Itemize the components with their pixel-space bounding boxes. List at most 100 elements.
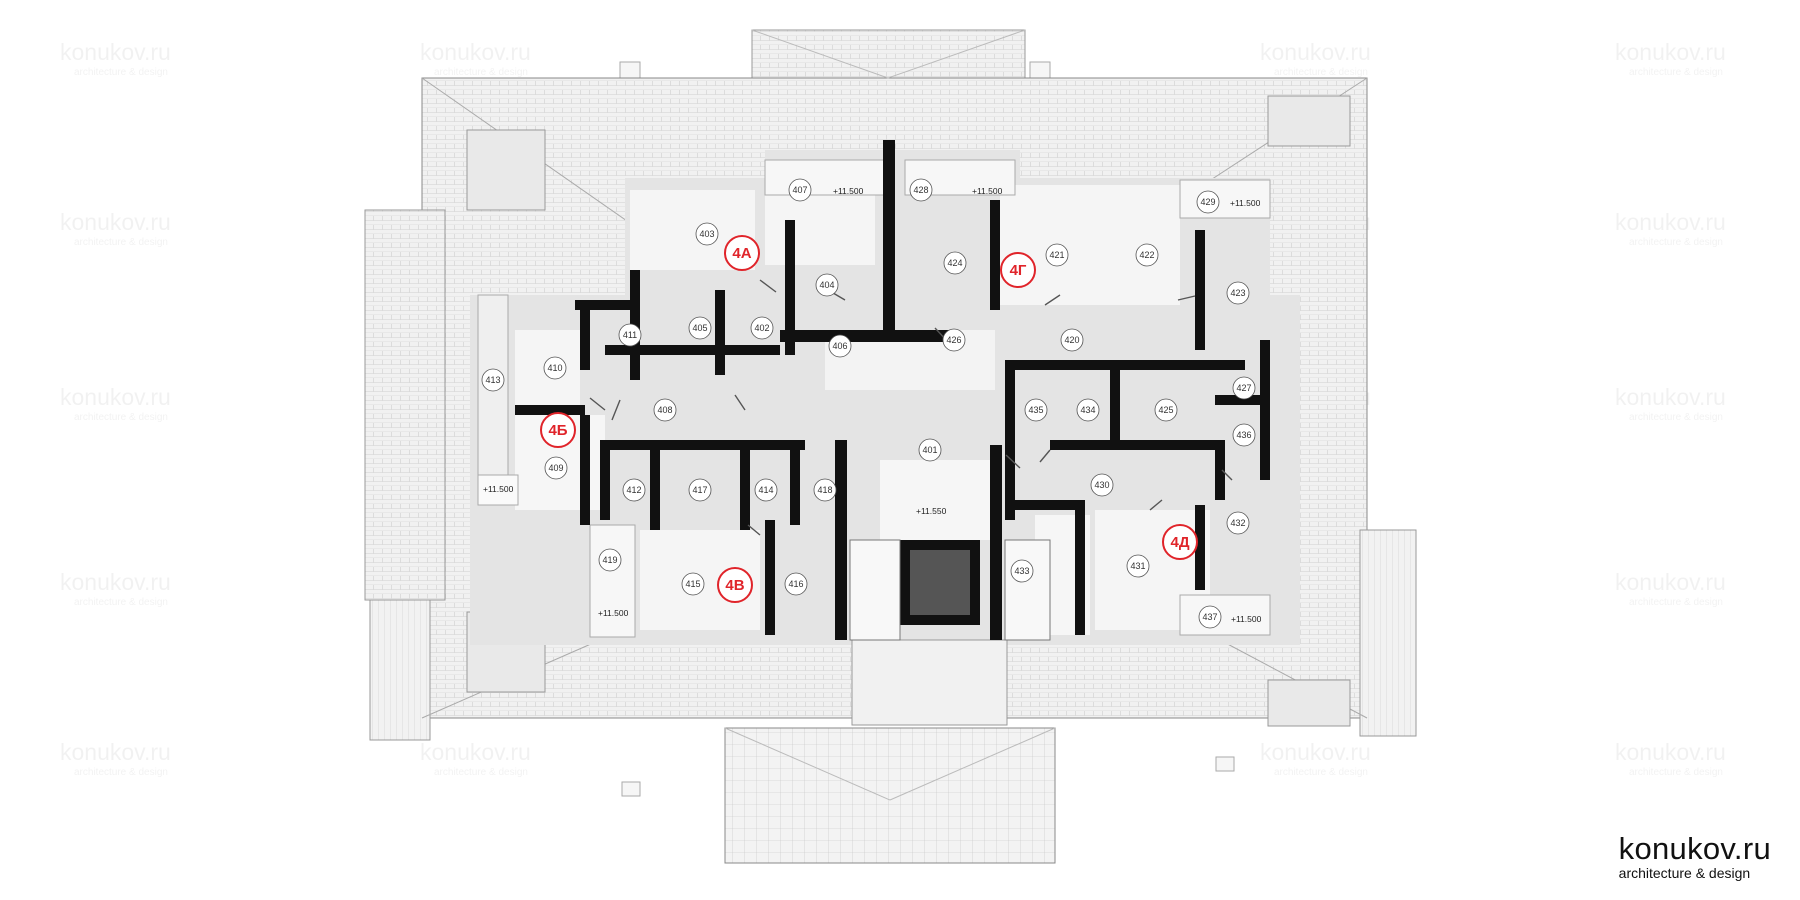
apartment-label: 4Д <box>1162 524 1198 560</box>
watermark-name: konukov.ru <box>1615 39 1726 65</box>
room-number: 431 <box>1130 561 1145 571</box>
room-marker: 417 <box>688 478 712 502</box>
watermark-tagline: architecture & design <box>434 67 528 78</box>
room-number: 435 <box>1028 405 1043 415</box>
room-marker: 429 <box>1196 190 1220 214</box>
room-marker: 434 <box>1076 398 1100 422</box>
room-marker: 405 <box>688 316 712 340</box>
room-marker: 402 <box>750 316 774 340</box>
room-number: 427 <box>1236 383 1251 393</box>
apartment-code: 4Б <box>548 422 567 439</box>
watermark-name: konukov.ru <box>1615 384 1726 410</box>
apartment-label: 4Б <box>540 412 576 448</box>
watermark-tagline: architecture & design <box>74 767 168 778</box>
room-marker: 401 <box>918 438 942 462</box>
watermark-name: konukov.ru <box>60 39 171 65</box>
watermark-name: konukov.ru <box>60 209 171 235</box>
apartment-label: 4В <box>717 567 753 603</box>
room-marker: 404 <box>815 273 839 297</box>
room-number: 434 <box>1080 405 1095 415</box>
watermark-name: konukov.ru <box>420 739 531 765</box>
room-marker: 430 <box>1090 473 1114 497</box>
room-marker: 423 <box>1226 281 1250 305</box>
watermark-tagline: architecture & design <box>74 412 168 423</box>
room-marker: 428 <box>909 178 933 202</box>
watermark-tagline: architecture & design <box>1629 67 1723 78</box>
room-number: 404 <box>819 280 834 290</box>
room-number: 436 <box>1236 430 1251 440</box>
apartment-label: 4А <box>724 235 760 271</box>
room-number: 432 <box>1230 518 1245 528</box>
room-marker: 435 <box>1024 398 1048 422</box>
room-marker: 421 <box>1045 243 1069 267</box>
walls <box>515 140 1270 640</box>
room-marker: 410 <box>543 356 567 380</box>
room-number: 425 <box>1158 405 1173 415</box>
room-marker: 412 <box>622 478 646 502</box>
room-number: 426 <box>946 335 961 345</box>
room-number: 419 <box>602 555 617 565</box>
room-marker: 411 <box>618 323 642 347</box>
room-number: 401 <box>922 445 937 455</box>
brand-name: konukov.ru <box>1618 831 1771 866</box>
doors <box>589 279 1233 536</box>
room-marker: 408 <box>653 398 677 422</box>
apartment-code: 4Г <box>1010 262 1027 279</box>
watermark-name: konukov.ru <box>60 739 171 765</box>
room-marker: 407 <box>788 178 812 202</box>
room-number: 410 <box>547 363 562 373</box>
level-marks: +11.500+11.500+11.500+11.500+11.500+11.5… <box>483 186 1262 624</box>
room-marker: 416 <box>784 572 808 596</box>
apartment-code: 4В <box>725 577 744 594</box>
watermark-name: konukov.ru <box>1615 569 1726 595</box>
room-number: 429 <box>1200 197 1215 207</box>
room-number: 405 <box>692 323 707 333</box>
room-number: 423 <box>1230 288 1245 298</box>
level-mark: +11.500 <box>972 186 1003 196</box>
room-number: 430 <box>1094 480 1109 490</box>
level-mark: +11.500 <box>483 484 514 494</box>
room-number: 424 <box>947 258 962 268</box>
room-marker: 427 <box>1232 376 1256 400</box>
room-marker: 431 <box>1126 554 1150 578</box>
room-number: 411 <box>623 330 637 340</box>
room-marker: 409 <box>544 456 568 480</box>
room-marker: 420 <box>1060 328 1084 352</box>
room-number: 421 <box>1049 250 1064 260</box>
level-mark: +11.500 <box>1231 614 1262 624</box>
apartment-labels: 4А 4Б 4В 4Г 4Д <box>540 235 1198 603</box>
room-marker: 425 <box>1154 398 1178 422</box>
level-mark: +11.500 <box>833 186 864 196</box>
room-marker: 422 <box>1135 243 1159 267</box>
room-number: 407 <box>792 185 807 195</box>
room-marker: 433 <box>1010 559 1034 583</box>
watermark-name: konukov.ru <box>60 384 171 410</box>
room-number: 403 <box>699 229 714 239</box>
watermark-tagline: architecture & design <box>74 237 168 248</box>
room-marker: 403 <box>695 222 719 246</box>
watermark-tagline: architecture & design <box>434 767 528 778</box>
watermark-name: konukov.ru <box>1615 739 1726 765</box>
room-number: 414 <box>758 485 773 495</box>
room-marker: 413 <box>481 368 505 392</box>
room-number: 437 <box>1202 612 1217 622</box>
watermark-tagline: architecture & design <box>1629 237 1723 248</box>
watermark-name: konukov.ru <box>1260 739 1371 765</box>
watermark-name: konukov.ru <box>1615 209 1726 235</box>
watermark-tagline: architecture & design <box>74 597 168 608</box>
watermark-name: konukov.ru <box>60 569 171 595</box>
room-number: 408 <box>657 405 672 415</box>
room-number: 433 <box>1014 566 1029 576</box>
room-number: 415 <box>685 579 700 589</box>
stair-core <box>849 539 1051 641</box>
apartment-label: 4Г <box>1000 252 1036 288</box>
level-mark-hall: +11.550 <box>916 506 947 516</box>
room-marker: 424 <box>943 251 967 275</box>
brand-tagline: architecture & design <box>1618 865 1751 881</box>
room-number: 402 <box>754 323 769 333</box>
room-number: 420 <box>1064 335 1079 345</box>
apartment-code: 4А <box>732 245 751 262</box>
room-marker: 432 <box>1226 511 1250 535</box>
room-marker: 419 <box>598 548 622 572</box>
